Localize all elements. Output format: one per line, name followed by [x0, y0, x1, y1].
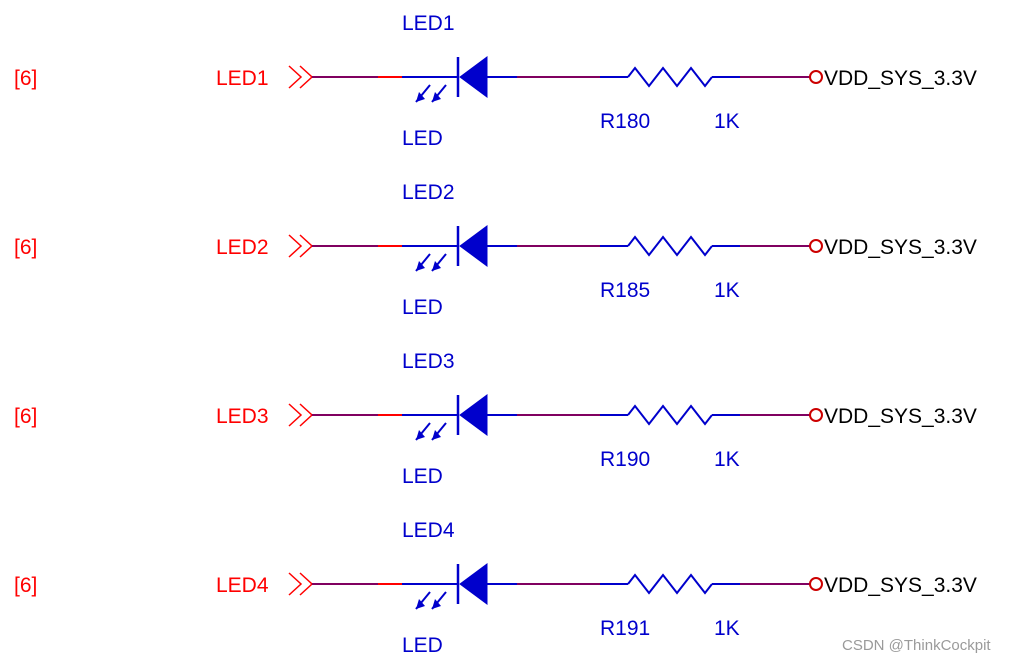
- offsheet-connector-icon: [288, 403, 303, 427]
- led-designator: LED2: [402, 181, 455, 204]
- sheet-ref-label: [6]: [14, 405, 37, 428]
- led-diode-icon: [459, 394, 488, 436]
- power-port-icon: [809, 239, 823, 253]
- light-arrowhead-icon: [432, 599, 441, 609]
- light-arrowhead-icon: [432, 430, 441, 440]
- led-diode-icon: [459, 56, 488, 98]
- led-comment: LED: [402, 634, 443, 657]
- resistor-designator: R191: [600, 617, 650, 640]
- offsheet-connector-icon: [288, 572, 303, 596]
- led-comment: LED: [402, 296, 443, 319]
- power-port-icon: [809, 70, 823, 84]
- led-diode-icon: [459, 225, 488, 267]
- power-net-label: VDD_SYS_3.3V: [824, 574, 977, 597]
- resistor-designator: R190: [600, 448, 650, 471]
- resistor-icon: [627, 404, 713, 426]
- led-comment: LED: [402, 127, 443, 150]
- resistor-value: 1K: [714, 448, 740, 471]
- resistor-icon: [627, 573, 713, 595]
- offsheet-connector-icon: [288, 65, 303, 89]
- resistor-designator: R180: [600, 110, 650, 133]
- net-label: LED4: [216, 574, 269, 597]
- sheet-ref-label: [6]: [14, 67, 37, 90]
- resistor-icon: [627, 66, 713, 88]
- resistor-value: 1K: [714, 279, 740, 302]
- led-comment: LED: [402, 465, 443, 488]
- net-label: LED1: [216, 67, 269, 90]
- resistor-value: 1K: [714, 617, 740, 640]
- led-designator: LED4: [402, 519, 455, 542]
- net-label: LED3: [216, 405, 269, 428]
- resistor-designator: R185: [600, 279, 650, 302]
- watermark-text: CSDN @ThinkCockpit: [842, 637, 991, 654]
- power-port-icon: [809, 408, 823, 422]
- led-designator: LED1: [402, 12, 455, 35]
- light-arrowhead-icon: [416, 261, 425, 271]
- net-label: LED2: [216, 236, 269, 259]
- sheet-ref-label: [6]: [14, 236, 37, 259]
- light-arrowhead-icon: [416, 92, 425, 102]
- offsheet-connector-icon: [288, 234, 303, 258]
- light-arrowhead-icon: [432, 261, 441, 271]
- power-net-label: VDD_SYS_3.3V: [824, 236, 977, 259]
- power-port-icon: [809, 577, 823, 591]
- light-arrowhead-icon: [416, 430, 425, 440]
- led-designator: LED3: [402, 350, 455, 373]
- resistor-icon: [627, 235, 713, 257]
- power-net-label: VDD_SYS_3.3V: [824, 67, 977, 90]
- led-diode-icon: [459, 563, 488, 605]
- resistor-value: 1K: [714, 110, 740, 133]
- sheet-ref-label: [6]: [14, 574, 37, 597]
- power-net-label: VDD_SYS_3.3V: [824, 405, 977, 428]
- light-arrowhead-icon: [432, 92, 441, 102]
- light-arrowhead-icon: [416, 599, 425, 609]
